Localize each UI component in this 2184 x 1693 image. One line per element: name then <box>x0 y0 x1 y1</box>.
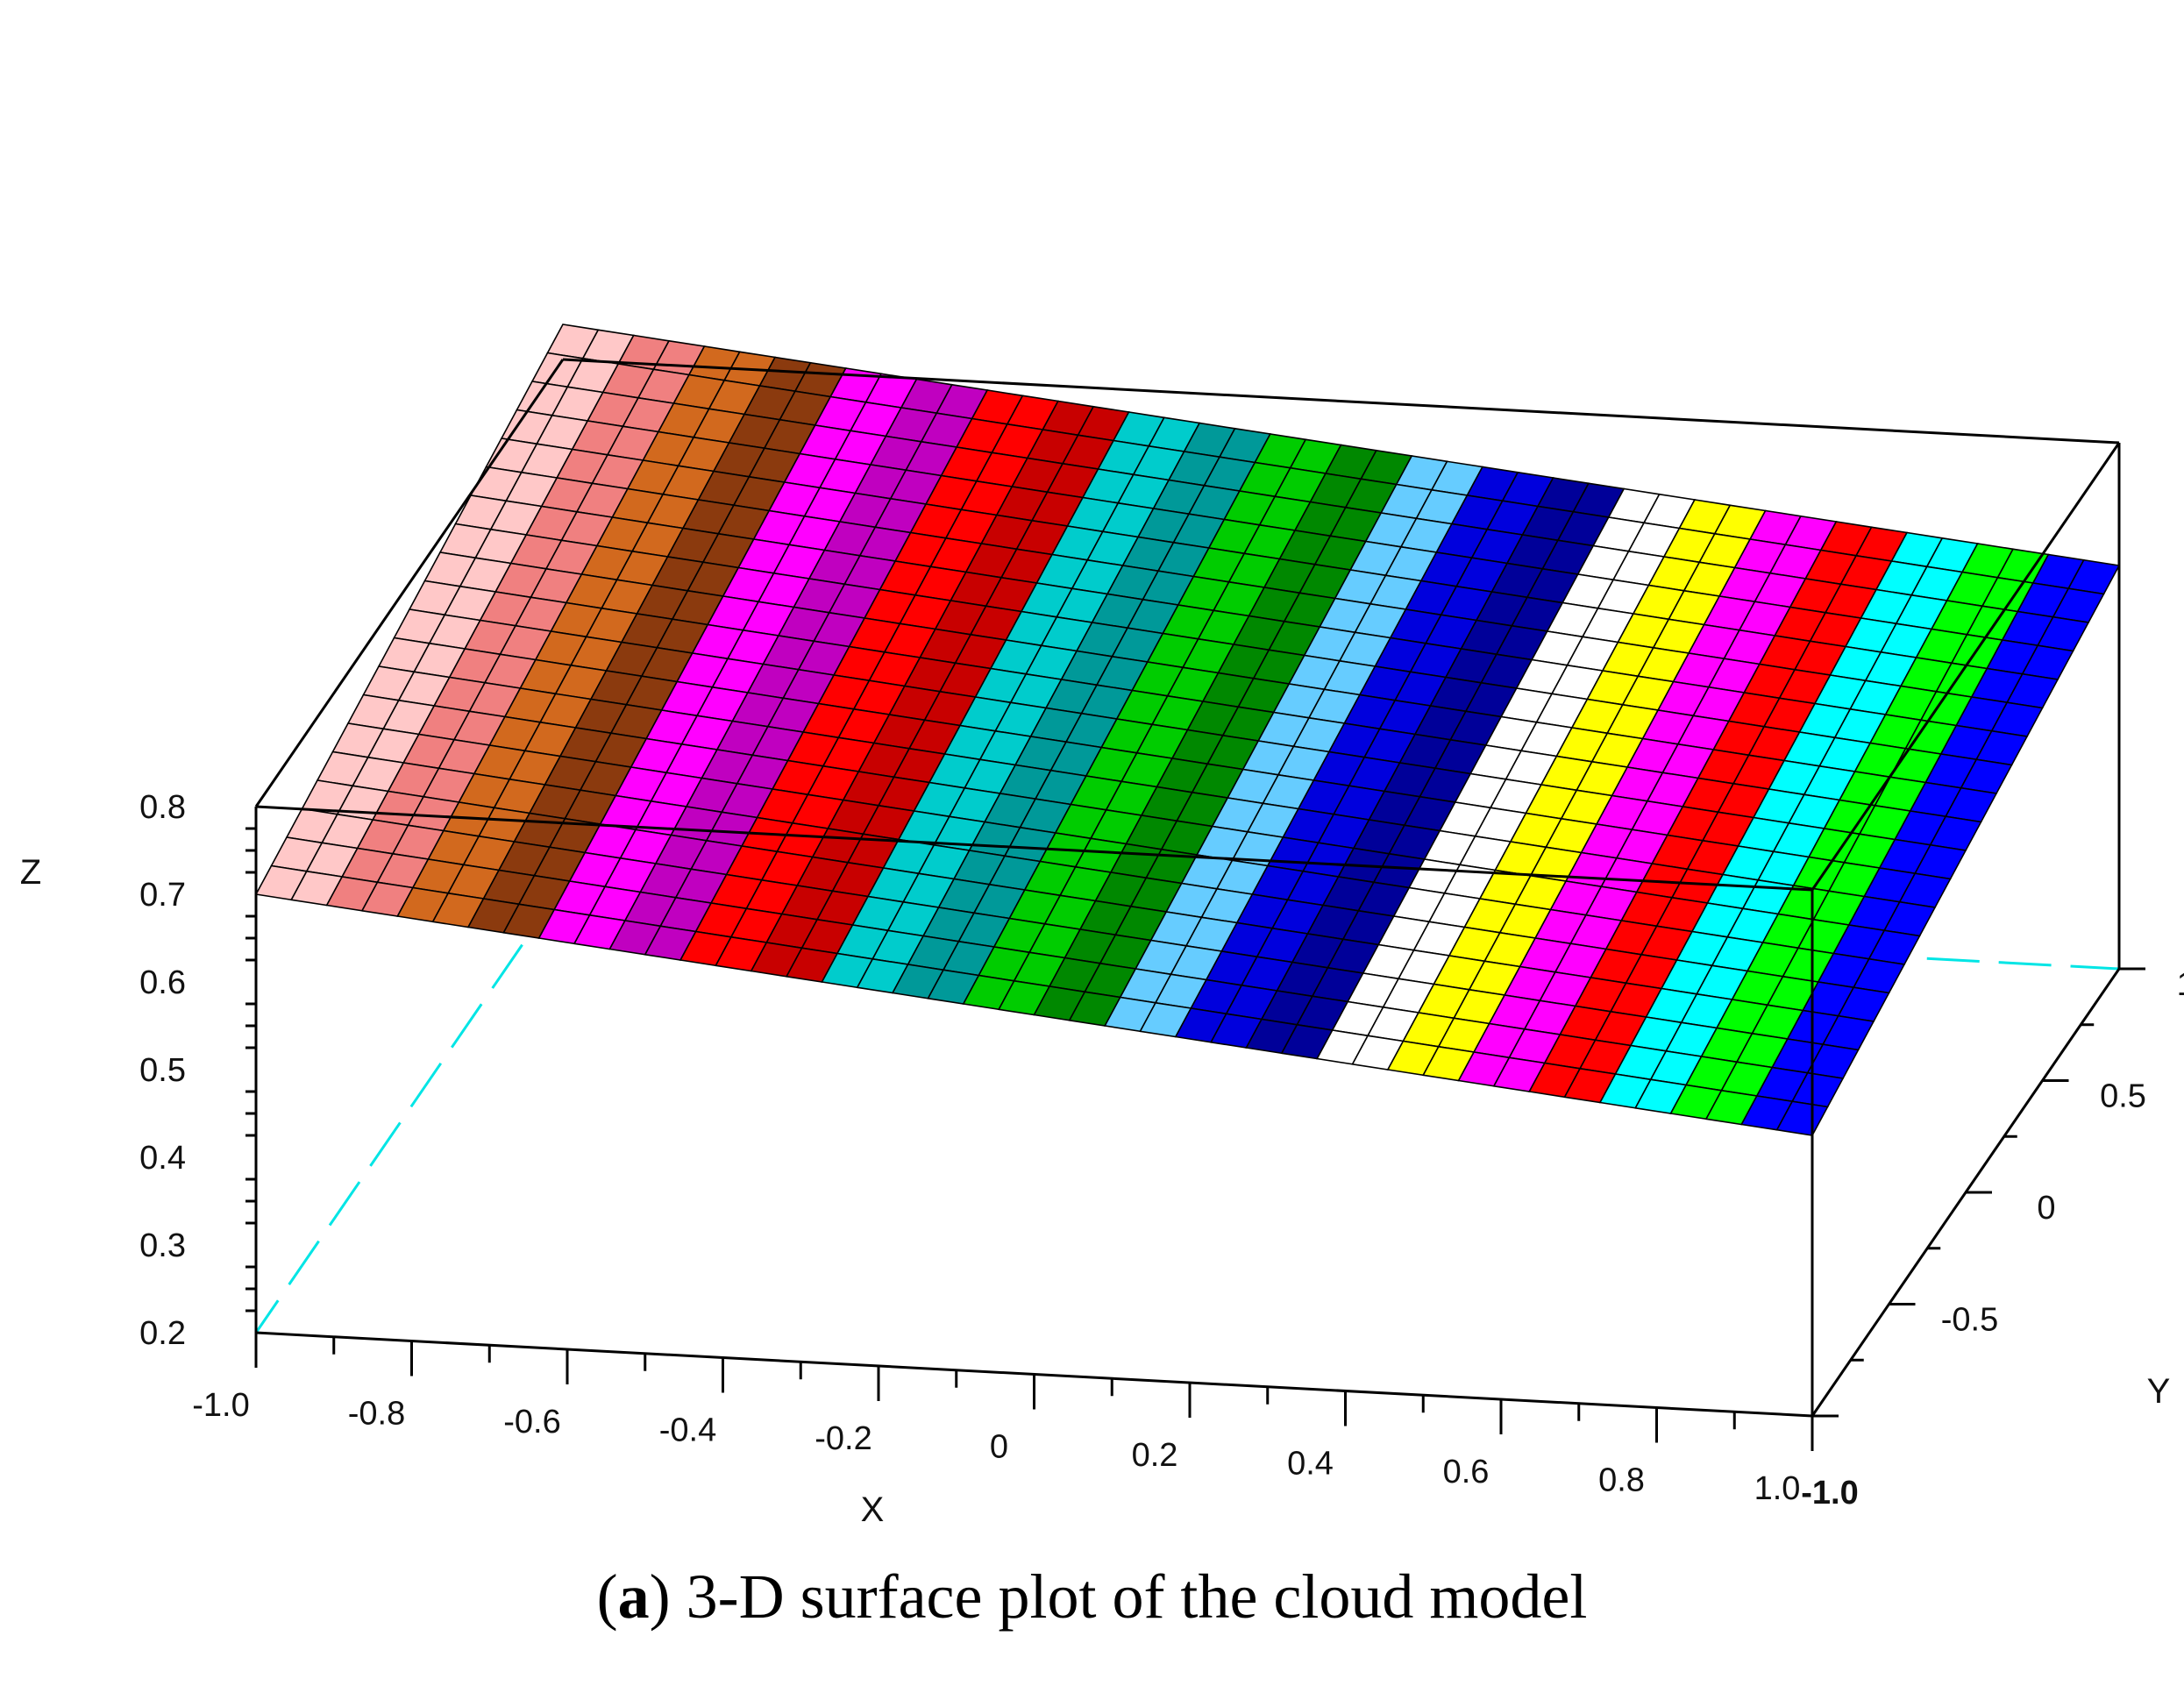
y-tick-label: 0 <box>2037 1190 2055 1227</box>
x-tick-label: -0.4 <box>659 1412 716 1449</box>
top-front-edge <box>255 805 1813 892</box>
x-tick-label: -0.8 <box>348 1396 405 1433</box>
z-tick-label: 0.6 <box>139 964 186 1001</box>
y-axis-label: Y <box>2147 1372 2171 1411</box>
z-tick-label: 0.8 <box>139 789 186 826</box>
x-tick-label: 0.8 <box>1598 1462 1645 1499</box>
top-back-edge <box>562 358 2120 445</box>
x-tick-label: 1.0 <box>1754 1470 1801 1507</box>
top-left-edge <box>254 359 565 807</box>
x-axis-label: X <box>861 1490 885 1529</box>
z-tick-label: 0.3 <box>139 1227 186 1264</box>
z-tick-label: 0.7 <box>139 877 186 914</box>
caption-letter: a <box>617 1561 650 1632</box>
x-tick-label: -0.6 <box>503 1404 560 1440</box>
y-tick-label: -0.5 <box>1941 1302 1998 1339</box>
x-tick-label: 0 <box>990 1429 1008 1466</box>
x-tick-label: -1.0 <box>192 1387 249 1424</box>
x-tick-label: 0.6 <box>1443 1454 1490 1490</box>
tick-labels: 0.2 0.3 0.4 0.5 0.6 0.7 0.8 -1.0 -0.8 -0.6 -0.4 -0.… <box>139 789 2184 1512</box>
y-tick-label: 1.0 <box>2177 966 2184 1003</box>
back-left-floor-edge <box>254 885 565 1334</box>
z-tick-label: 0.5 <box>139 1052 186 1089</box>
x-tick-label: 0.4 <box>1287 1446 1334 1483</box>
y-end-tick-label: -1.0 <box>1801 1475 1858 1512</box>
z-tick-label: 0.2 <box>139 1315 186 1352</box>
surface-chart: 0.2 0.3 0.4 0.5 0.6 0.7 0.8 -1.0 -0.8 -0.6 -0.4 -0.… <box>20 324 2184 1529</box>
caption-text: ) 3-D surface plot of the cloud model <box>649 1561 1588 1632</box>
figure-caption: (a) 3-D surface plot of the cloud model <box>0 1561 2184 1633</box>
y-tick-label: 0.5 <box>2100 1078 2146 1115</box>
top-right-edge <box>1811 442 2121 891</box>
tick-marks <box>245 827 2145 1451</box>
surface-mesh <box>254 324 2121 1136</box>
z-tick-label: 0.4 <box>139 1140 186 1177</box>
caption-open: ( <box>596 1561 618 1632</box>
surface-cell <box>1775 1100 1829 1136</box>
x-tick-label: 0.2 <box>1132 1437 1178 1474</box>
z-axis-label: Z <box>20 853 41 892</box>
x-tick-label: -0.2 <box>815 1420 871 1457</box>
